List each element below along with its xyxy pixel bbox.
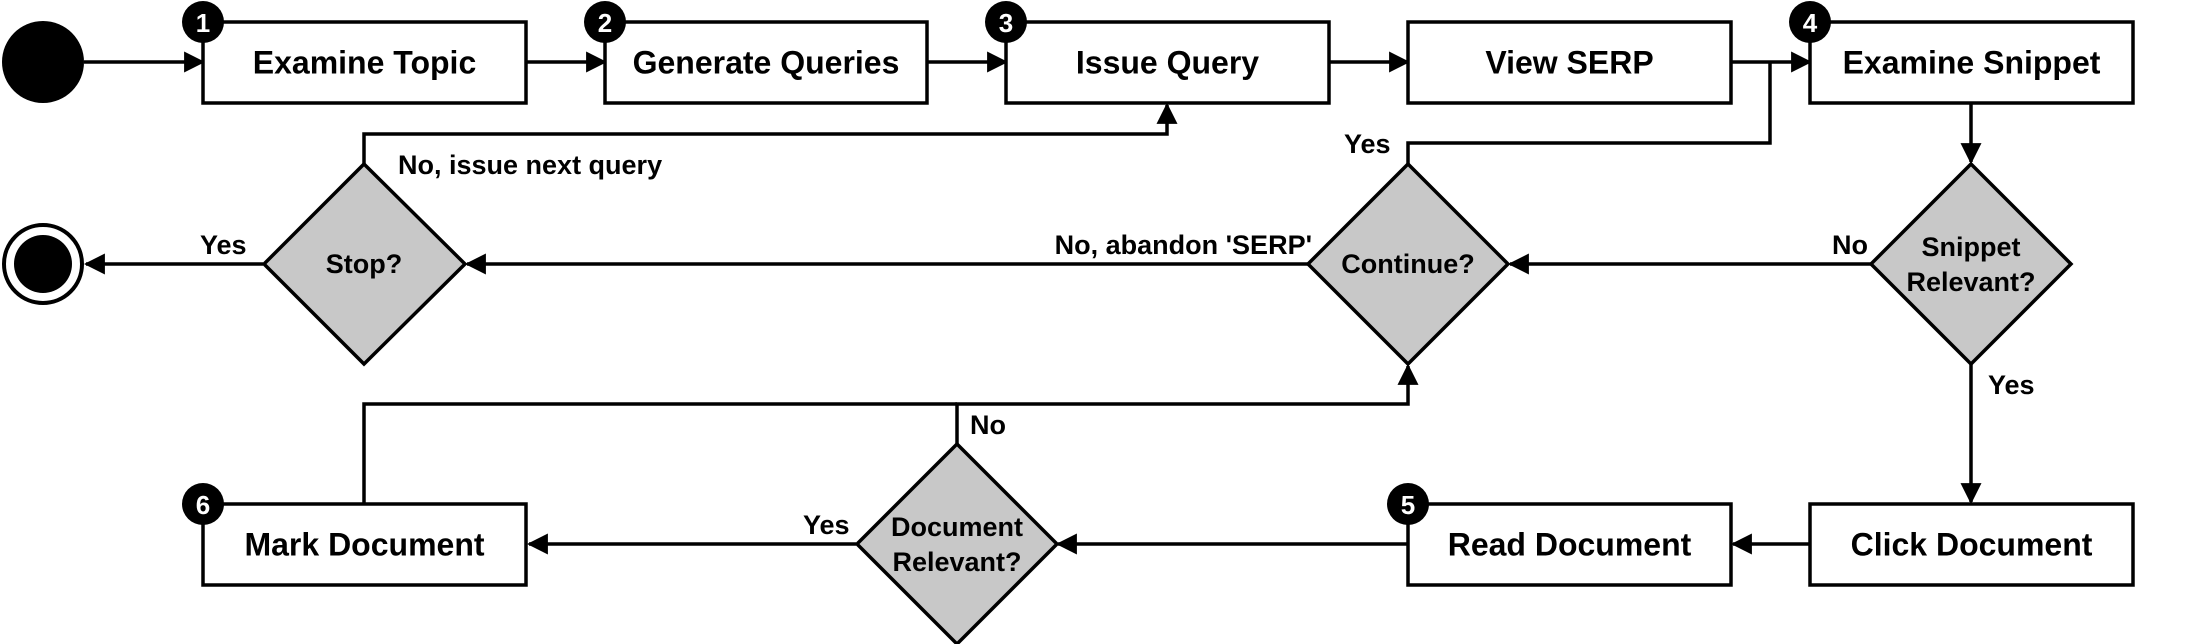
node-view-serp: View SERP: [1406, 20, 1733, 105]
svg-text:3: 3: [999, 8, 1013, 38]
label-document-yes: Yes: [803, 510, 850, 540]
badge-step-5: 5: [1387, 483, 1429, 525]
svg-text:Stop?: Stop?: [326, 249, 402, 279]
label-snippet-no: No: [1832, 230, 1868, 260]
svg-text:Document: Document: [891, 512, 1023, 542]
badge-step-2: 2: [584, 1, 626, 43]
node-examine-snippet: Examine Snippet: [1808, 20, 2135, 105]
decision-snippet-relevant: Snippet Relevant?: [1868, 161, 2074, 367]
label-stop-yes: Yes: [200, 230, 247, 260]
edge-document-no-to-continue: [955, 363, 1419, 444]
svg-text:Examine Snippet: Examine Snippet: [1843, 45, 2101, 81]
edges: [83, 51, 1982, 555]
svg-text:Mark Document: Mark Document: [244, 527, 484, 563]
svg-text:Snippet: Snippet: [1922, 232, 2021, 262]
node-issue-query: Issue Query: [1004, 20, 1331, 105]
badge-step-3: 3: [985, 1, 1027, 43]
svg-text:Read Document: Read Document: [1448, 527, 1692, 563]
badge-step-1: 1: [182, 1, 224, 43]
svg-text:1: 1: [196, 8, 210, 38]
svg-text:Examine Topic: Examine Topic: [253, 45, 476, 81]
label-document-no: No: [970, 410, 1006, 440]
end-node: [2, 223, 84, 305]
svg-text:6: 6: [196, 490, 210, 520]
node-read-document: Read Document: [1406, 502, 1733, 587]
svg-text:Click Document: Click Document: [1851, 527, 2093, 563]
decision-stop: Stop?: [261, 161, 468, 367]
label-continue-no: No, abandon 'SERP': [1055, 230, 1312, 260]
svg-text:View SERP: View SERP: [1485, 45, 1653, 81]
node-examine-topic: Examine Topic: [201, 20, 528, 105]
edge-stop-no-to-issue: [362, 102, 1178, 164]
svg-text:Continue?: Continue?: [1341, 249, 1474, 279]
svg-text:5: 5: [1401, 490, 1415, 520]
badge-step-6: 6: [182, 483, 224, 525]
svg-text:Issue Query: Issue Query: [1076, 45, 1259, 81]
label-continue-yes: Yes: [1344, 129, 1391, 159]
label-stop-no: No, issue next query: [398, 150, 662, 180]
label-snippet-yes: Yes: [1988, 370, 2035, 400]
badge-step-4: 4: [1789, 1, 1831, 43]
svg-text:4: 4: [1803, 8, 1818, 38]
edge-mark-to-continue: [362, 402, 957, 503]
svg-text:Relevant?: Relevant?: [1906, 267, 2035, 297]
decision-continue: Continue?: [1305, 161, 1511, 367]
edge-continue-yes-to-snippet: [1406, 62, 1772, 164]
node-click-document: Click Document: [1808, 502, 2135, 587]
svg-text:2: 2: [598, 8, 612, 38]
decision-document-relevant: Document Relevant?: [854, 441, 1060, 644]
node-mark-document: Mark Document: [201, 502, 528, 587]
start-node: [2, 21, 84, 103]
svg-text:Relevant?: Relevant?: [892, 547, 1021, 577]
node-generate-queries: Generate Queries: [603, 20, 929, 105]
svg-text:Generate Queries: Generate Queries: [633, 45, 900, 81]
